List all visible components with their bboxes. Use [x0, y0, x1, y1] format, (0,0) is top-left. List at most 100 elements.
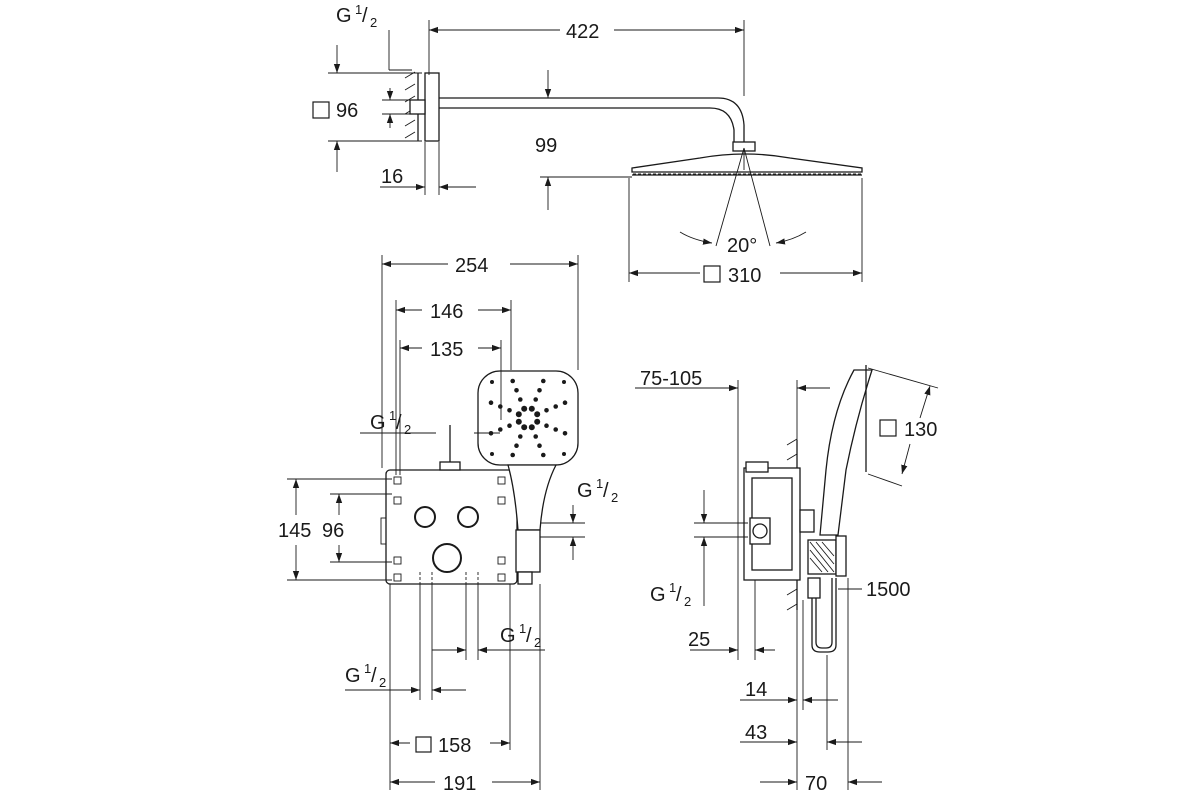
front-thread-den-right: 2 — [611, 490, 618, 505]
valve-left — [414, 506, 436, 528]
front-thread-slash-bl: / — [371, 665, 377, 687]
side-thread-num: 1 — [669, 580, 676, 595]
nozzle-dot — [553, 427, 558, 432]
nozzle-dot — [518, 434, 523, 439]
dim-422: 422 — [566, 21, 599, 43]
dim-158: 158 — [438, 735, 471, 757]
dim-75-105: 75-105 — [640, 368, 702, 390]
nozzle-dot — [562, 452, 566, 456]
dim-130: 130 — [904, 419, 937, 441]
top-thread-slash: / — [362, 5, 368, 27]
dim-70: 70 — [805, 773, 827, 795]
spray-nozzles — [488, 378, 568, 458]
dim-310: 310 — [728, 265, 761, 287]
square-outline-icon — [415, 736, 432, 753]
front-thread-slash-br: / — [526, 625, 532, 647]
square-outline-icon — [312, 101, 330, 119]
top-thread-num: 1 — [355, 2, 362, 17]
front-thread-label-bottom-left: G — [345, 665, 361, 687]
dim-14: 14 — [745, 679, 767, 701]
nozzle-dot — [510, 378, 515, 384]
mixer-box — [385, 469, 518, 585]
nozzle-dot — [507, 408, 512, 413]
front-thread-num-top: 1 — [389, 408, 396, 423]
nozzle-dot — [541, 378, 546, 384]
dim-1500: 1500 — [866, 579, 911, 601]
dim-145: 145 — [278, 520, 311, 542]
nozzle-dot — [514, 443, 519, 449]
nozzle-dot — [490, 380, 494, 384]
nozzle-dot — [515, 418, 522, 425]
dim-99: 99 — [535, 135, 557, 157]
front-thread-label-top: G — [370, 412, 386, 434]
nozzle-dot — [533, 397, 538, 402]
nozzle-dot — [518, 397, 523, 402]
front-thread-num-br: 1 — [519, 621, 526, 636]
hose-outlet — [517, 571, 533, 585]
nozzle-dot — [510, 452, 515, 458]
nozzle-dot — [533, 434, 538, 439]
valve-center — [432, 543, 462, 573]
thread-connector — [409, 99, 426, 115]
front-thread-label-right: G — [577, 480, 593, 502]
front-thread-den-top: 2 — [404, 422, 411, 437]
nozzle-dot — [498, 427, 503, 432]
nozzle-dot — [562, 431, 568, 436]
front-thread-den-bl: 2 — [379, 675, 386, 690]
front-thread-label-bottom-right: G — [500, 625, 516, 647]
dim-96-front: 96 — [322, 520, 344, 542]
side-thread-slash: / — [676, 584, 682, 606]
side-thread-den: 2 — [684, 594, 691, 609]
side-knob — [799, 509, 815, 533]
front-thread-den-br: 2 — [534, 635, 541, 650]
nozzle-dot — [521, 405, 528, 412]
top-thread-label: G — [336, 5, 352, 27]
front-thread-num-right: 1 — [596, 476, 603, 491]
shower-arm — [439, 97, 745, 142]
dim-16: 16 — [381, 166, 403, 188]
nozzle-dot — [562, 400, 568, 406]
nozzle-dot — [528, 405, 535, 412]
wall-flange — [424, 72, 440, 142]
nozzle-dot — [562, 380, 566, 384]
front-thread-slash-right: / — [603, 480, 609, 502]
top-thread-den: 2 — [370, 15, 377, 30]
mounting-holes — [393, 476, 506, 582]
nozzle-dot — [514, 388, 519, 393]
dim-191: 191 — [443, 773, 476, 795]
nozzle-dot — [515, 411, 522, 418]
shower-holder — [515, 529, 541, 573]
hand-shower-head — [477, 370, 579, 466]
hose — [811, 578, 837, 653]
nozzle-dot — [537, 388, 542, 393]
nozzle-dot — [528, 424, 535, 431]
dim-135: 135 — [430, 339, 463, 361]
nozzle-dot — [544, 423, 549, 429]
dim-25: 25 — [688, 629, 710, 651]
nozzle-dot — [537, 443, 542, 449]
nozzle-dot — [544, 408, 549, 413]
front-view: 254 146 135 G 1 / 2 145 96 G 1 / 2 G 1 /… — [278, 255, 618, 795]
front-thread-num-bl: 1 — [364, 661, 371, 676]
dim-43: 43 — [745, 722, 767, 744]
side-tab — [380, 517, 387, 545]
top-inlet — [439, 461, 461, 471]
shower-head — [631, 153, 863, 173]
side-thread-label: G — [650, 584, 666, 606]
nozzle-dot — [521, 424, 528, 431]
dim-20-degrees: 20° — [727, 235, 757, 257]
square-outline-icon — [703, 265, 721, 283]
nozzle-dot — [488, 400, 494, 406]
square-outline-icon — [879, 419, 897, 437]
nozzle-dot — [490, 452, 494, 456]
nozzle-dot — [553, 404, 558, 409]
nozzle-dot — [534, 418, 541, 425]
dim-96-top: 96 — [336, 100, 358, 122]
side-view: 75-105 130 G 1 / 2 1500 25 14 43 70 — [635, 365, 939, 795]
dim-146: 146 — [430, 301, 463, 323]
front-thread-slash-top: / — [396, 412, 402, 434]
nozzle-dot — [498, 404, 503, 409]
overhead-shower-view: G 1 / 2 422 96 99 16 20° 310 — [312, 2, 863, 287]
nozzle-dot — [507, 423, 512, 429]
